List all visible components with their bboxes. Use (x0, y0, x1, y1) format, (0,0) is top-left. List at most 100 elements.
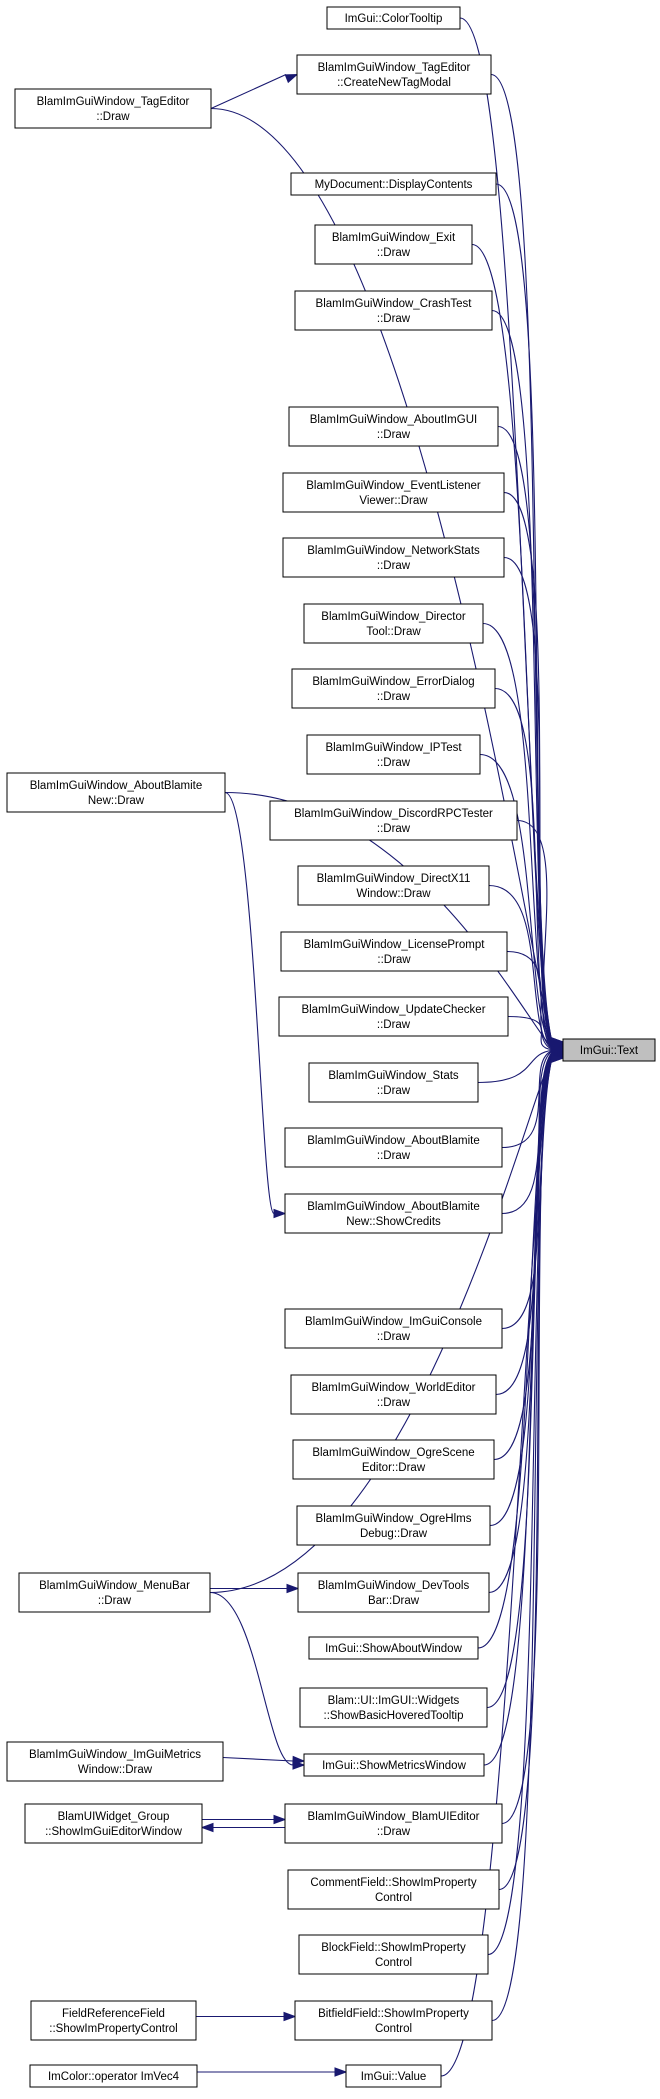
node-mydocument[interactable]: MyDocument::DisplayContents (290, 172, 497, 196)
node-blamuieditor[interactable]: BlamImGuiWindow_BlamUIEditor::Draw (284, 1803, 503, 1844)
node-label-line: BlamImGuiWindow_MenuBar (39, 1580, 190, 1592)
node-box (297, 1572, 490, 1613)
node-basichovered[interactable]: Blam::UI::ImGUI::Widgets::ShowBasicHover… (299, 1687, 488, 1728)
node-label-line: MyDocument::DisplayContents (315, 179, 473, 191)
node-box (14, 88, 212, 129)
node-exit[interactable]: BlamImGuiWindow_Exit::Draw (314, 224, 473, 265)
node-label-line: BlamImGuiWindow_BlamUIEditor (308, 1811, 480, 1823)
node-label-line: Window::Draw (356, 888, 431, 900)
node-label-line: ::Draw (98, 1595, 132, 1607)
node-label-line: Debug::Draw (360, 1528, 428, 1540)
edge-imguimetrics-to-showmetrics (222, 1756, 294, 1762)
node-box (345, 2064, 442, 2088)
node-bitfieldfield[interactable]: BitfieldField::ShowImPropertyControl (294, 2000, 493, 2041)
edge-showmetrics-to-text (483, 1055, 553, 1766)
node-errordialog[interactable]: BlamImGuiWindow_ErrorDialog::Draw (291, 668, 496, 709)
node-discordrpc[interactable]: BlamImGuiWindow_DiscordRPCTester::Draw (269, 800, 518, 841)
node-fieldreference[interactable]: FieldReferenceField::ShowImPropertyContr… (30, 2000, 197, 2041)
node-label-line: ImGui::ColorTooltip (345, 13, 443, 25)
node-label-line: BlamImGuiWindow_AboutBlamite (307, 1135, 480, 1147)
edge-networkstats-to-text (503, 556, 553, 1047)
node-label-line: New::ShowCredits (346, 1216, 441, 1228)
node-worldeditor[interactable]: BlamImGuiWindow_WorldEditor::Draw (290, 1374, 497, 1415)
node-aboutimgui[interactable]: BlamImGuiWindow_AboutImGUI::Draw (288, 406, 499, 447)
node-label-line: ImGui::ShowMetricsWindow (322, 1760, 466, 1772)
node-label-line: ::Draw (377, 954, 411, 966)
node-box (284, 1308, 503, 1349)
node-showaboutwindow[interactable]: ImGui::ShowAboutWindow (308, 1636, 479, 1660)
node-box (29, 2064, 198, 2088)
node-imguiconsole[interactable]: BlamImGuiWindow_ImGuiConsole::Draw (284, 1308, 503, 1349)
node-showmetrics[interactable]: ImGui::ShowMetricsWindow (303, 1753, 485, 1777)
node-box (287, 1869, 500, 1910)
node-label-line: ::Draw (377, 691, 411, 703)
node-showcredits[interactable]: BlamImGuiWindow_AboutBlamiteNew::ShowCre… (284, 1193, 503, 1234)
arrowhead-value-to-text (551, 1053, 565, 1063)
node-iptest[interactable]: BlamImGuiWindow_IPTest::Draw (306, 734, 481, 775)
node-box (303, 1753, 485, 1777)
edge-iptest-to-text (479, 753, 553, 1048)
node-updatechecker[interactable]: BlamImGuiWindow_UpdateChecker::Draw (278, 996, 509, 1037)
node-tageditor_createnew[interactable]: BlamImGuiWindow_TagEditor::CreateNewTagM… (296, 54, 492, 95)
node-label-line: ::Draw (377, 1397, 411, 1409)
node-label-line: BlamImGuiWindow_TagEditor (37, 96, 190, 108)
edge-eventlistener-to-text (503, 491, 553, 1046)
node-box (6, 1741, 224, 1782)
edge-aboutblamite-to-text (501, 1050, 553, 1149)
node-box (294, 2000, 493, 2041)
node-label-line: ::CreateNewTagModal (337, 77, 451, 89)
node-label-line: ::Draw (377, 757, 411, 769)
edge-blockfield-to-text (487, 1057, 553, 1956)
node-stats[interactable]: BlamImGuiWindow_Stats::Draw (308, 1062, 479, 1103)
edge-updatechecker-to-text (507, 1015, 553, 1051)
node-blockfield[interactable]: BlockField::ShowImPropertyControl (298, 1934, 489, 1975)
node-box (303, 603, 484, 644)
node-aboutblamite[interactable]: BlamImGuiWindow_AboutBlamite::Draw (284, 1127, 503, 1168)
node-box (278, 996, 509, 1037)
node-label-line: ::ShowImGuiEditorWindow (45, 1826, 182, 1838)
node-label-line: Control (375, 2023, 412, 2035)
node-imcolor[interactable]: ImColor::operator ImVec4 (29, 2064, 198, 2088)
edge-licenseprompt-to-text (506, 950, 553, 1050)
node-colortooltip[interactable]: ImGui::ColorTooltip (326, 6, 461, 30)
node-label-line: ::Draw (377, 560, 411, 572)
node-box (299, 1687, 488, 1728)
node-label-line: BlamImGuiWindow_Exit (332, 232, 456, 244)
edge-showaboutwindow-to-text (477, 1054, 553, 1649)
node-tageditor_draw[interactable]: BlamImGuiWindow_TagEditor::Draw (14, 88, 212, 129)
node-label-line: ::Draw (377, 1826, 411, 1838)
node-licenseprompt[interactable]: BlamImGuiWindow_LicensePrompt::Draw (280, 931, 508, 972)
node-label-line: ::Draw (377, 1019, 411, 1031)
node-label-line: ::Draw (377, 247, 411, 259)
node-box (314, 224, 473, 265)
node-menubar[interactable]: BlamImGuiWindow_MenuBar::Draw (18, 1572, 211, 1613)
node-networkstats[interactable]: BlamImGuiWindow_NetworkStats::Draw (282, 537, 505, 578)
node-label-line: ::Draw (377, 1085, 411, 1097)
node-eventlistener[interactable]: BlamImGuiWindow_EventListenerViewer::Dra… (282, 472, 505, 513)
node-commentfield[interactable]: CommentField::ShowImPropertyControl (287, 1869, 500, 1910)
node-label-line: Editor::Draw (362, 1462, 426, 1474)
node-box (18, 1572, 211, 1613)
node-label-line: Control (375, 1957, 412, 1969)
node-label-line: BlamUIWidget_Group (58, 1811, 170, 1823)
node-box (296, 54, 492, 95)
node-text[interactable]: ImGui::Text (562, 1038, 656, 1062)
node-value[interactable]: ImGui::Value (345, 2064, 442, 2088)
node-label-line: BlamImGuiWindow_CrashTest (316, 298, 473, 310)
node-box (284, 1193, 503, 1234)
node-label-line: BlockField::ShowImProperty (321, 1942, 466, 1954)
node-box (292, 1439, 495, 1480)
node-label-line: ::Draw (96, 111, 130, 123)
node-uiwidgetgroup[interactable]: BlamUIWidget_Group::ShowImGuiEditorWindo… (24, 1803, 203, 1844)
node-label-line: CommentField::ShowImProperty (310, 1877, 476, 1889)
node-label-line: BlamImGuiWindow_LicensePrompt (304, 939, 486, 951)
node-crashtest[interactable]: BlamImGuiWindow_CrashTest::Draw (294, 290, 493, 331)
node-label-line: BlamImGuiWindow_ErrorDialog (312, 676, 474, 688)
